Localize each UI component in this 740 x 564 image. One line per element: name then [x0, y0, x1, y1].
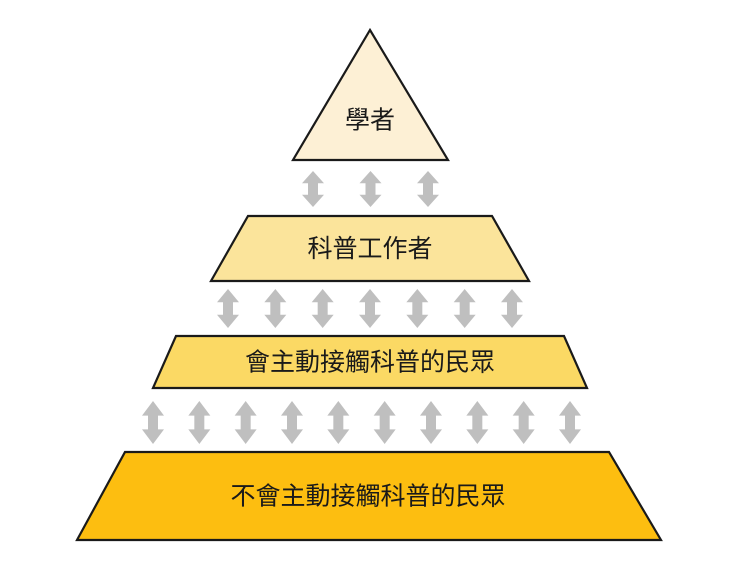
level-1-label: 學者 — [345, 107, 395, 135]
double-headed-vertical-arrow-icon — [359, 289, 381, 328]
double-headed-vertical-arrow-icon — [501, 289, 523, 328]
double-headed-vertical-arrow-icon — [264, 289, 287, 328]
double-headed-vertical-arrow-icon — [453, 289, 476, 328]
double-headed-vertical-arrow-icon — [188, 401, 211, 444]
double-headed-vertical-arrow-icon — [417, 171, 439, 207]
double-headed-vertical-arrow-icon — [373, 401, 396, 444]
double-headed-vertical-arrow-icon — [420, 401, 442, 444]
connector-group-level1-level2 — [302, 171, 439, 207]
double-headed-vertical-arrow-icon — [311, 289, 334, 328]
double-headed-vertical-arrow-icon — [302, 171, 324, 207]
pyramid-level-3[interactable]: 會主動接觸科普的民眾 — [151, 334, 589, 390]
level-3-trapezoid[interactable] — [151, 334, 589, 390]
double-headed-vertical-arrow-icon — [466, 401, 489, 444]
double-headed-vertical-arrow-icon — [327, 401, 350, 444]
double-headed-vertical-arrow-icon — [234, 401, 257, 444]
level-1-triangle[interactable] — [291, 27, 450, 162]
level-3-label: 會主動接觸科普的民眾 — [245, 349, 495, 377]
level-4-trapezoid[interactable] — [75, 450, 663, 542]
double-headed-vertical-arrow-icon — [142, 401, 164, 444]
double-headed-vertical-arrow-icon — [559, 401, 581, 444]
double-headed-vertical-arrow-icon — [512, 401, 535, 444]
double-headed-vertical-arrow-icon — [281, 401, 303, 444]
pyramid-level-2[interactable]: 科普工作者 — [209, 214, 531, 283]
double-headed-vertical-arrow-icon — [217, 289, 239, 328]
pyramid-level-1[interactable]: 學者 — [291, 27, 450, 162]
pyramid-level-4[interactable]: 不會主動接觸科普的民眾 — [75, 450, 663, 542]
double-headed-vertical-arrow-icon — [359, 171, 382, 207]
double-headed-vertical-arrow-icon — [406, 289, 429, 328]
level-2-label: 科普工作者 — [307, 235, 432, 263]
level-2-trapezoid[interactable] — [209, 214, 531, 283]
connector-group-level2-level3 — [217, 289, 523, 328]
level-4-label: 不會主動接觸科普的民眾 — [230, 483, 505, 511]
connector-group-level3-level4 — [142, 401, 581, 444]
